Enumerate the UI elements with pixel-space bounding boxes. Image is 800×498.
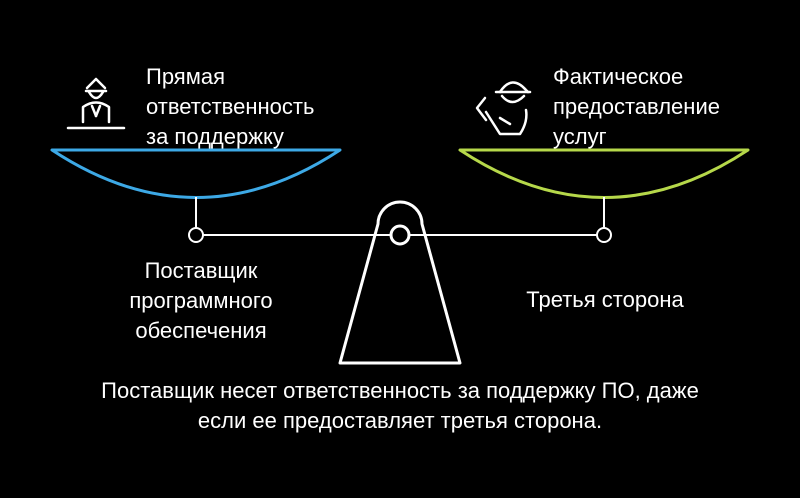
left-pan-label-line: за поддержку — [146, 124, 284, 149]
right-joint — [596, 227, 612, 243]
software-vendor-label-line: обеспечения — [135, 318, 267, 343]
right-pan-label: Фактическое предоставление услуг — [553, 62, 720, 152]
software-vendor-label-line: программного — [129, 288, 273, 313]
software-vendor-label-line: Поставщик — [144, 258, 258, 283]
third-party-label-line: Третья сторона — [526, 287, 684, 312]
left-pan-label: Прямая ответственность за поддержку — [146, 62, 314, 152]
left-pan-label-line: ответственность — [146, 94, 315, 119]
fulcrum-stand — [338, 200, 462, 365]
third-party-label: Третья сторона — [500, 285, 710, 315]
left-pan — [50, 148, 342, 199]
left-joint — [188, 227, 204, 243]
fulcrum-pivot — [389, 224, 411, 246]
right-pan — [458, 148, 750, 199]
right-pan-label-line: предоставление — [553, 94, 720, 119]
caption-line: Поставщик несет ответственность за подде… — [101, 378, 699, 403]
left-pan-label-line: Прямая — [146, 64, 225, 89]
caption: Поставщик несет ответственность за подде… — [0, 376, 800, 436]
software-vendor-label: Поставщик программного обеспечения — [96, 256, 306, 346]
caption-line: если ее предоставляет третья сторона. — [197, 408, 603, 433]
right-pan-label-line: Фактическое — [553, 64, 684, 89]
service-provider-icon — [475, 81, 532, 136]
support-worker-icon — [66, 77, 126, 130]
right-pan-label-line: услуг — [553, 124, 607, 149]
